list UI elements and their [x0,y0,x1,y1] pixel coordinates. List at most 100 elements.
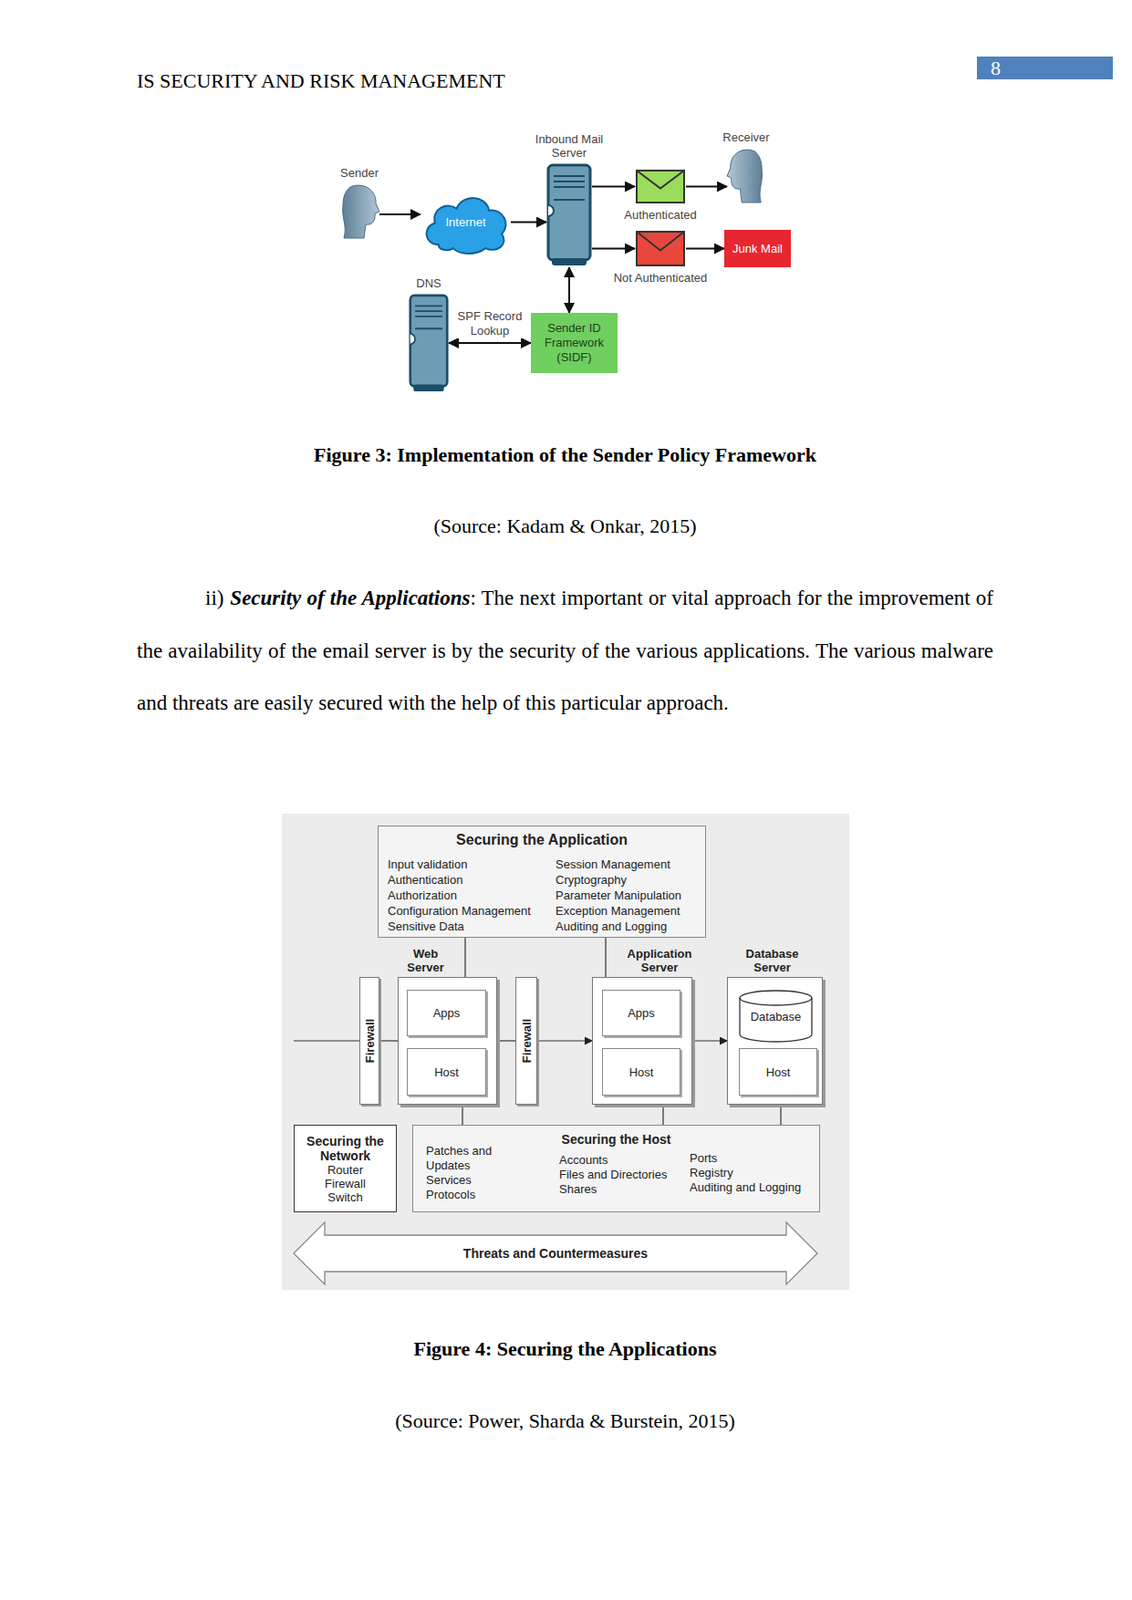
link-line [464,937,466,977]
list-item: Services [425,1173,499,1188]
server-node: Inbound Mail Server [546,163,592,268]
incoming-line [293,1039,360,1041]
box-label: Database [738,1009,813,1024]
figure-source: (Source: Kadam & Onkar, 2015) [136,512,994,541]
link-line [662,1104,664,1125]
flow-arrow [448,342,531,344]
list-item: Accounts [559,1152,668,1168]
env-node: Authenticated [634,168,686,205]
inner-node: Apps [406,989,487,1037]
list-item: Authorization [387,887,531,904]
flow-arrow [685,248,725,250]
icon-label: Database Server [742,946,803,975]
text-column: Patches and UpdatesServicesProtocols [425,1143,499,1203]
box-label: Sender ID Framework (SIDF) [539,321,611,365]
box-label: Apps [433,1006,461,1020]
firewall-label: Firewall [519,1018,534,1063]
cloud-node: Internet [420,188,511,256]
box-label: Junk Mail [732,241,783,256]
box-heading: Securing the Network [301,1133,390,1164]
junk-node: Junk Mail [724,229,791,268]
box-label: Host [766,1065,791,1080]
icon-label: Inbound Mail Server [534,132,604,160]
edge-label: SPF Record Lookup [455,309,525,339]
figure-caption: Figure 3: Implementation of the Sender P… [136,441,994,469]
link-line [379,1039,398,1041]
figure-source: (Source: Power, Sharda & Burstein, 2015) [136,1407,994,1435]
link-line [461,1104,463,1125]
list-item: Protocols [425,1187,499,1203]
section-term: Security of the Applications [229,586,470,610]
app-node: Securing the ApplicationInput validation… [377,825,707,938]
net-node: Securing the NetworkRouterFirewallSwitch [293,1124,397,1213]
icon-label: Authenticated [623,207,697,222]
flow-arrow [591,186,635,188]
icon-label: Sender [340,166,379,180]
server-icon [546,163,592,268]
list-item: Ports [689,1151,801,1166]
list-number: ii) [205,586,224,610]
band-label: Threats and Countermeasures [463,1246,648,1261]
icon-label: DNS [415,276,441,291]
box-label: Host [434,1065,459,1080]
person-icon [726,147,766,205]
inner-node: Apps [602,989,681,1037]
link-line [497,1039,516,1041]
link-line [779,1104,781,1125]
link-line [692,1039,727,1041]
list-item: Configuration Management [387,903,531,919]
text-column: PortsRegistryAuditing and Logging [689,1151,801,1195]
icon-label: Receiver [722,130,769,145]
srv-node: Database ServerDatabaseHost [726,976,823,1105]
list-item: Registry [689,1165,801,1181]
flow-arrow [379,213,421,216]
text-column: Session ManagementCryptographyParameter … [555,856,682,935]
list-item: Cryptography [555,872,682,888]
box-heading: Securing the Application [378,831,706,849]
firewall-label: Firewall [363,1018,377,1063]
running-header: IS SECURITY AND RISK MANAGEMENT [136,67,506,95]
figure-panel [281,813,850,1290]
inner-node: Host [406,1048,487,1096]
page-number: 8 [990,55,1001,82]
person-icon [339,183,380,240]
list-item: Session Management [555,856,682,873]
fw-node: Firewall [515,976,538,1105]
host-node: Securing the HostPatches and UpdatesServ… [412,1124,821,1213]
flow-arrow [510,221,547,224]
server-icon [408,293,449,394]
sidf-node: Sender ID Framework (SIDF) [530,312,618,374]
server-node: DNS [408,293,449,394]
box-label: Host [629,1065,655,1080]
list-item: Router [327,1163,364,1177]
inner-node: Host [602,1048,681,1096]
head-node: Receiver [726,147,766,205]
list-item: Patches and Updates [425,1143,499,1174]
threat-node: Threats and Countermeasures [293,1222,818,1285]
text-column: AccountsFiles and DirectoriesShares [559,1152,668,1197]
text-column: Input validationAuthenticationAuthorizat… [387,856,531,935]
envelope-icon [634,168,686,205]
list-item: Firewall [324,1176,366,1191]
list-item: Input validation [387,856,531,873]
srv-node: Application ServerAppsHost [591,976,693,1105]
envelope-icon [634,229,686,268]
list-item: Shares [559,1182,668,1197]
head-node: Sender [339,183,380,240]
list-item: Switch [327,1190,363,1205]
body-paragraph: ii)Security of the Applications: The nex… [136,571,994,730]
icon-label: Not Authenticated [613,270,708,285]
srv-node: Web ServerAppsHost [397,976,498,1105]
figure-caption: Figure 4: Securing the Applications [136,1335,994,1363]
inner-node: Host [738,1048,818,1096]
cloud-label: Internet [445,215,486,229]
list-item: Auditing and Logging [689,1180,801,1195]
env-node: Not Authenticated [634,229,686,268]
link-line [604,937,606,977]
list-item: Exception Management [555,903,682,919]
list-item: Files and Directories [559,1167,668,1183]
icon-label: Application Server [622,946,697,975]
icon-label: Web Server [401,946,451,975]
flow-arrow [591,248,635,250]
list-item: Parameter Manipulation [555,887,682,904]
